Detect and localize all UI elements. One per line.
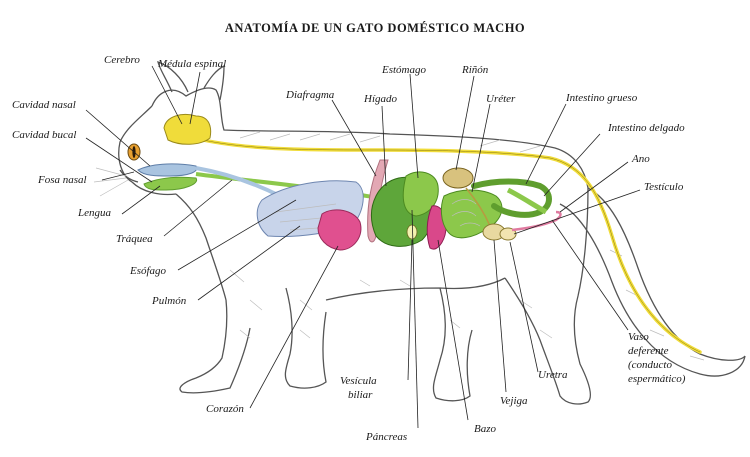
kidney — [442, 167, 474, 189]
label-fosa-nasal: Fosa nasal — [37, 174, 87, 186]
nasal-cavity — [137, 163, 198, 177]
label-higado: Hígado — [363, 93, 398, 105]
ureter — [465, 187, 491, 227]
label-estomago: Estómago — [381, 64, 427, 76]
label-vesicula-2: biliar — [348, 389, 373, 401]
label-vaso-deferente-3: (conducto — [628, 359, 672, 371]
label-pulmon: Pulmón — [151, 295, 187, 307]
fur-hatching — [229, 131, 705, 361]
large-intestine — [471, 178, 552, 218]
labels: Cerebro Médula espinal Estómago Riñón Ca… — [12, 54, 686, 443]
label-traquea: Tráquea — [116, 233, 153, 245]
organs — [137, 114, 702, 354]
gall-bladder — [406, 224, 418, 240]
label-ano: Ano — [631, 153, 650, 165]
heart — [317, 209, 362, 251]
label-cerebro: Cerebro — [104, 54, 140, 66]
label-corazon: Corazón — [206, 403, 244, 415]
diagram-title: ANATOMÍA DE UN GATO DOMÉSTICO MACHO — [225, 21, 525, 35]
label-pancreas: Páncreas — [365, 431, 407, 443]
label-vaso-deferente-2: deferente — [628, 345, 669, 357]
label-lengua: Lengua — [77, 207, 112, 219]
label-vejiga: Vejiga — [500, 395, 528, 407]
label-rinon: Riñón — [461, 64, 489, 76]
label-bazo: Bazo — [474, 423, 497, 435]
label-vesicula-1: Vesícula — [340, 375, 377, 387]
label-cavidad-bucal: Cavidad bucal — [12, 129, 76, 141]
leader-lines — [85, 65, 641, 429]
label-intestino-grueso: Intestino grueso — [565, 92, 638, 104]
label-cavidad-nasal: Cavidad nasal — [12, 99, 76, 111]
label-diafragma: Diafragma — [285, 89, 335, 101]
label-testiculo: Testículo — [644, 181, 684, 193]
cat-outline — [93, 61, 746, 405]
vas-deferens — [511, 210, 562, 232]
label-vaso-deferente-4: espermático) — [628, 373, 686, 385]
label-uretra: Uretra — [538, 369, 568, 381]
label-intestino-delgado: Intestino delgado — [607, 122, 685, 134]
tongue — [143, 176, 198, 191]
label-esofago: Esófago — [129, 265, 167, 277]
label-medula-espinal: Médula espinal — [157, 58, 226, 70]
label-ureter: Uréter — [486, 93, 516, 105]
label-vaso-deferente-1: Vaso — [628, 331, 649, 343]
brain — [163, 114, 212, 145]
testicle — [499, 227, 517, 241]
